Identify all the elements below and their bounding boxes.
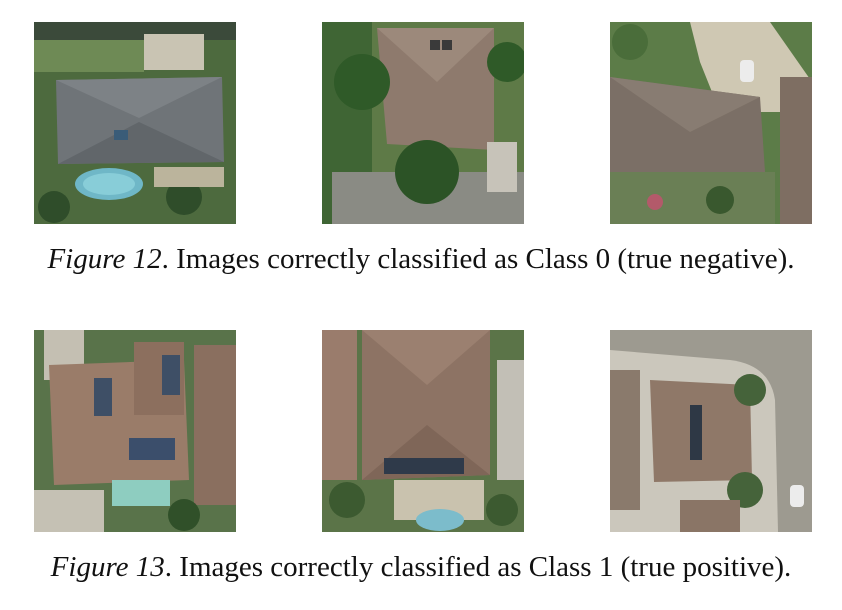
aerial-image-class0-2 — [322, 22, 524, 224]
aerial-image-class1-3 — [610, 330, 812, 532]
aerial-image-class0-1 — [34, 22, 236, 224]
figure-13-text: . Images correctly classified as Class 1… — [164, 551, 792, 583]
figure-13-label: Figure 13 — [50, 551, 165, 583]
figure-12-caption: Figure 12. Images correctly classified a… — [0, 242, 842, 276]
figure-12-label: Figure 12 — [47, 243, 162, 275]
figure-12-text: . Images correctly classified as Class 0… — [161, 243, 795, 275]
aerial-image-class1-1 — [34, 330, 236, 532]
aerial-image-class1-2 — [322, 330, 524, 532]
figure-13-caption: Figure 13. Images correctly classified a… — [0, 550, 842, 584]
aerial-image-class0-3 — [610, 22, 812, 224]
